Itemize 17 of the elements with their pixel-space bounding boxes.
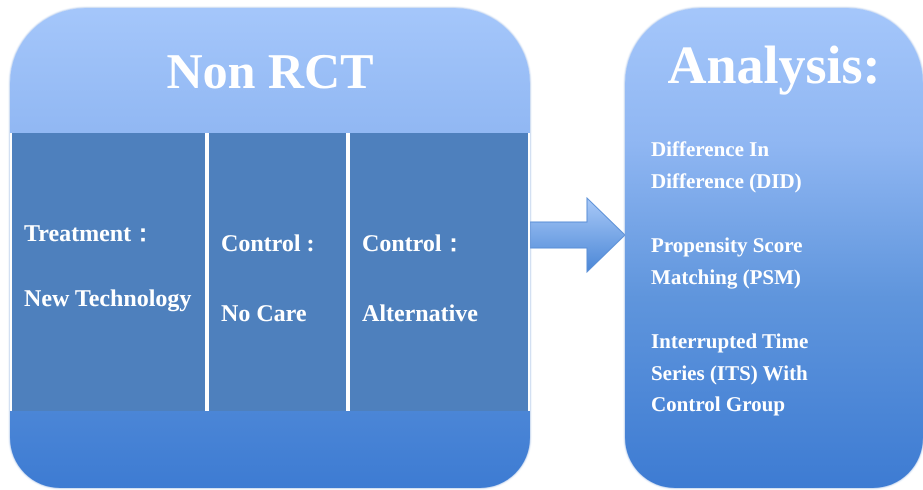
method-text: Difference In Difference (DID) <box>651 136 803 194</box>
panel-heading: Non RCT <box>166 42 374 100</box>
column-text: New Technology <box>24 285 192 314</box>
column-heading: Treatment： <box>24 220 156 249</box>
table-column <box>207 133 348 411</box>
block-arrow <box>530 196 626 274</box>
column-heading: Control： <box>362 230 467 259</box>
column-text: Alternative <box>362 300 479 329</box>
rounded-panel <box>10 8 530 488</box>
table-column <box>348 133 530 411</box>
method-text: Interrupted Time Series (ITS) With Control Group <box>651 328 810 418</box>
rounded-panel <box>625 8 923 488</box>
column-heading: Control : <box>221 230 316 259</box>
column-text: No Care <box>221 300 308 329</box>
panel-heading: Analysis: <box>666 34 882 96</box>
table-column <box>10 133 207 411</box>
method-text: Propensity Score Matching (PSM) <box>651 232 804 291</box>
